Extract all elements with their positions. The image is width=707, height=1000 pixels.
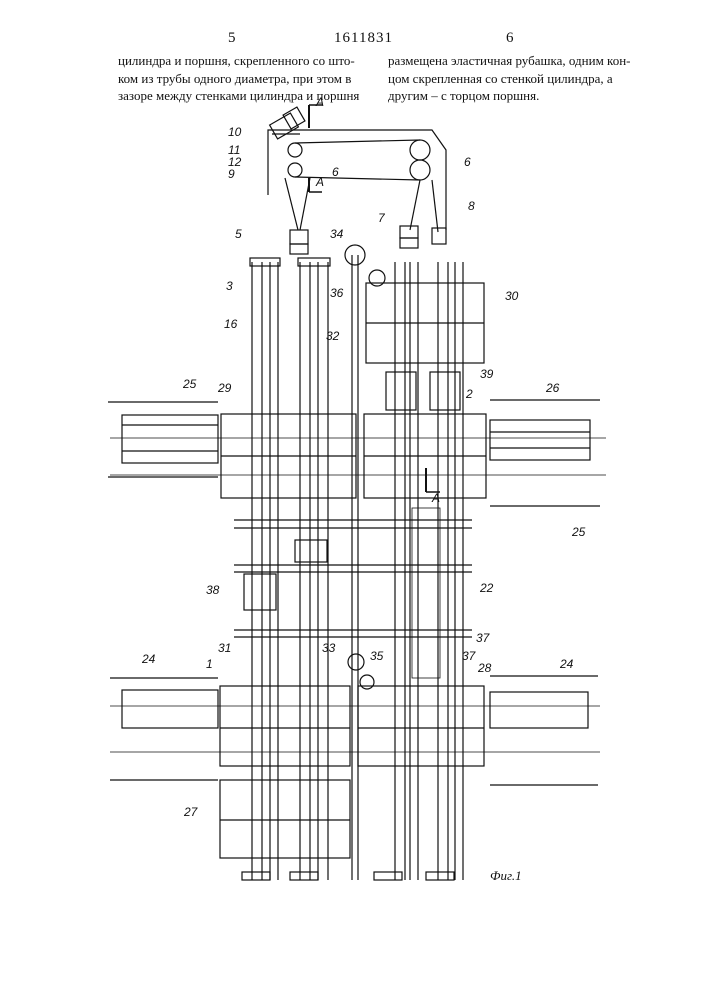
label-27: 27 xyxy=(183,805,199,819)
label-26: 26 xyxy=(545,381,560,395)
label-36: 36 xyxy=(330,286,344,300)
label-37: 37 xyxy=(476,631,491,645)
label-25: 25 xyxy=(182,377,197,391)
label-16: 16 xyxy=(224,317,238,331)
label-5: 5 xyxy=(235,227,242,241)
label-37: 37 xyxy=(462,649,477,663)
label-25: 25 xyxy=(571,525,586,539)
label-39: 39 xyxy=(480,367,494,381)
figure-caption: Фиг.1 xyxy=(490,868,522,883)
label-32: 32 xyxy=(326,329,340,343)
label-6: 6 xyxy=(464,155,471,169)
label-38: 38 xyxy=(206,583,220,597)
section-mark-a: А xyxy=(431,491,440,505)
label-24: 24 xyxy=(141,652,156,666)
label-3: 3 xyxy=(226,279,233,293)
label-7: 7 xyxy=(378,211,386,225)
label-24: 24 xyxy=(559,657,574,671)
label-10: 10 xyxy=(228,125,242,139)
label-1: 1 xyxy=(206,657,213,671)
label-8: 8 xyxy=(468,199,475,213)
label-31: 31 xyxy=(218,641,231,655)
reference-labels: 10 11 12 9 6 6 8 7 5 34 36 30 3 16 32 39… xyxy=(141,95,586,883)
section-mark-a: А xyxy=(315,175,324,189)
label-33: 33 xyxy=(322,641,336,655)
label-29: 29 xyxy=(217,381,232,395)
label-2: 2 xyxy=(465,387,473,401)
label-30: 30 xyxy=(505,289,519,303)
label-34: 34 xyxy=(330,227,344,241)
label-35: 35 xyxy=(370,649,384,663)
label-22: 22 xyxy=(479,581,494,595)
label-6: 6 xyxy=(332,165,339,179)
section-mark-a: А xyxy=(315,95,324,109)
label-28: 28 xyxy=(477,661,492,675)
label-9: 9 xyxy=(228,167,235,181)
drawing-geometry xyxy=(108,105,606,880)
